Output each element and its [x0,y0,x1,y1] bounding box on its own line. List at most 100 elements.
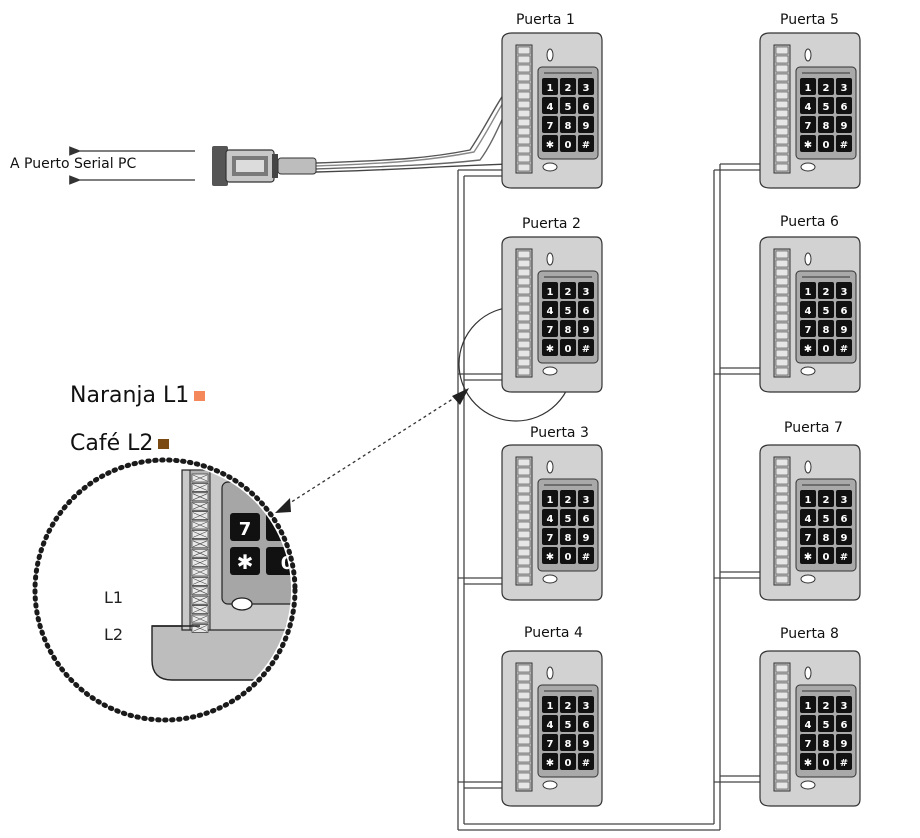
keypad-key-label: 1 [805,287,812,298]
keypad-key [818,715,834,732]
keypad-key [542,282,558,299]
keypad-key [542,78,558,95]
keypad-key-label: # [840,758,848,769]
zoom-key-0: 0 [281,553,294,574]
keypad-key [836,528,852,545]
keypad-key-label: 9 [583,121,590,132]
keypad-key-label: 1 [547,495,554,506]
keypad-key [836,97,852,114]
keypad-key-label: 3 [841,83,848,94]
keypad-key-label: 5 [565,514,572,525]
keypad-key [542,339,558,356]
keypad-key [818,78,834,95]
keypad-key [836,490,852,507]
keypad-key-label: # [582,344,590,355]
keypad-key [560,116,576,133]
keypad-key-label: 8 [565,533,572,544]
keypad-key-label: 5 [823,102,830,113]
door-label-4: Puerta 4 [524,625,583,641]
keypad-key-label: 2 [823,495,830,506]
keypad-key-label: ✱ [546,344,554,355]
bus-wires-column-1 [457,169,512,830]
keypad-key-label: 3 [841,287,848,298]
keypad-key-label: 4 [805,306,812,317]
keypad-key [818,547,834,564]
keypad-key [818,135,834,152]
legend-orange-l1: Naranja L1 [70,383,206,408]
keypad-key-label: ✱ [546,140,554,151]
serial-port-label: A Puerto Serial PC [10,156,137,172]
keypad-key-label: ✱ [804,552,812,563]
keypad-key [560,528,576,545]
keypad-key-label: 7 [805,533,812,544]
keypad-key [542,490,558,507]
bus-wires-link [458,164,721,831]
keypad-key-label: 2 [823,701,830,712]
keypad-key [578,78,594,95]
keypad-key [560,320,576,337]
keypad-key [818,734,834,751]
keypad-key [800,282,816,299]
keypad-key-label: 5 [823,306,830,317]
keypad-key [578,547,594,564]
keypad-key [800,116,816,133]
keypad-key [818,490,834,507]
keypad-key [578,734,594,751]
keypad-key-label: 9 [583,533,590,544]
keypad-key [800,509,816,526]
keypad-key-label: 5 [565,102,572,113]
keypad-key-label: 6 [583,514,590,525]
keypad-key [560,301,576,318]
keypad-key [542,320,558,337]
keypad-key [800,490,816,507]
keypad-key [836,116,852,133]
keypad-key [818,116,834,133]
door-label-6: Puerta 6 [780,214,839,230]
keypad-key [836,78,852,95]
keypad-key [560,715,576,732]
keypad-key [542,135,558,152]
keypad-key-label: 7 [547,325,554,336]
keypad-key [836,135,852,152]
keypad-key-label: 6 [583,720,590,731]
keypad-key-label: # [840,344,848,355]
keypad-key [560,734,576,751]
keypad-key-label: 4 [805,720,812,731]
keypad-key [818,320,834,337]
keypad-key-label: 3 [841,495,848,506]
keypad-key [836,715,852,732]
keypad-key-label: 7 [805,121,812,132]
keypad-key [542,715,558,732]
keypad-key-label: 9 [841,121,848,132]
keypad-key-label: 8 [565,121,572,132]
keypad-key-label: 6 [583,102,590,113]
keypad-key-label: # [840,552,848,563]
keypad-key-label: 6 [841,720,848,731]
keypad-key [800,753,816,770]
keypad-key [836,320,852,337]
keypad-key [560,282,576,299]
keypad-key [578,696,594,713]
keypad-key-label: 0 [823,758,830,769]
keypad-key [560,753,576,770]
keypad-key-label: 2 [565,495,572,506]
keypad-key [542,734,558,751]
keypad-key [542,116,558,133]
keypad-key-label: 0 [823,140,830,151]
keypad-key-label: 5 [565,720,572,731]
keypad-key [836,734,852,751]
legend-orange-l1-label: Naranja L1 [70,383,190,408]
keypad-key-label: 3 [841,701,848,712]
keypad-key-label: 0 [823,552,830,563]
keypad-key [800,78,816,95]
keypad-key-label: 8 [823,533,830,544]
keypad-key [560,509,576,526]
keypad-key [542,696,558,713]
door-label-7: Puerta 7 [784,420,843,436]
keypad-key-label: 0 [565,344,572,355]
